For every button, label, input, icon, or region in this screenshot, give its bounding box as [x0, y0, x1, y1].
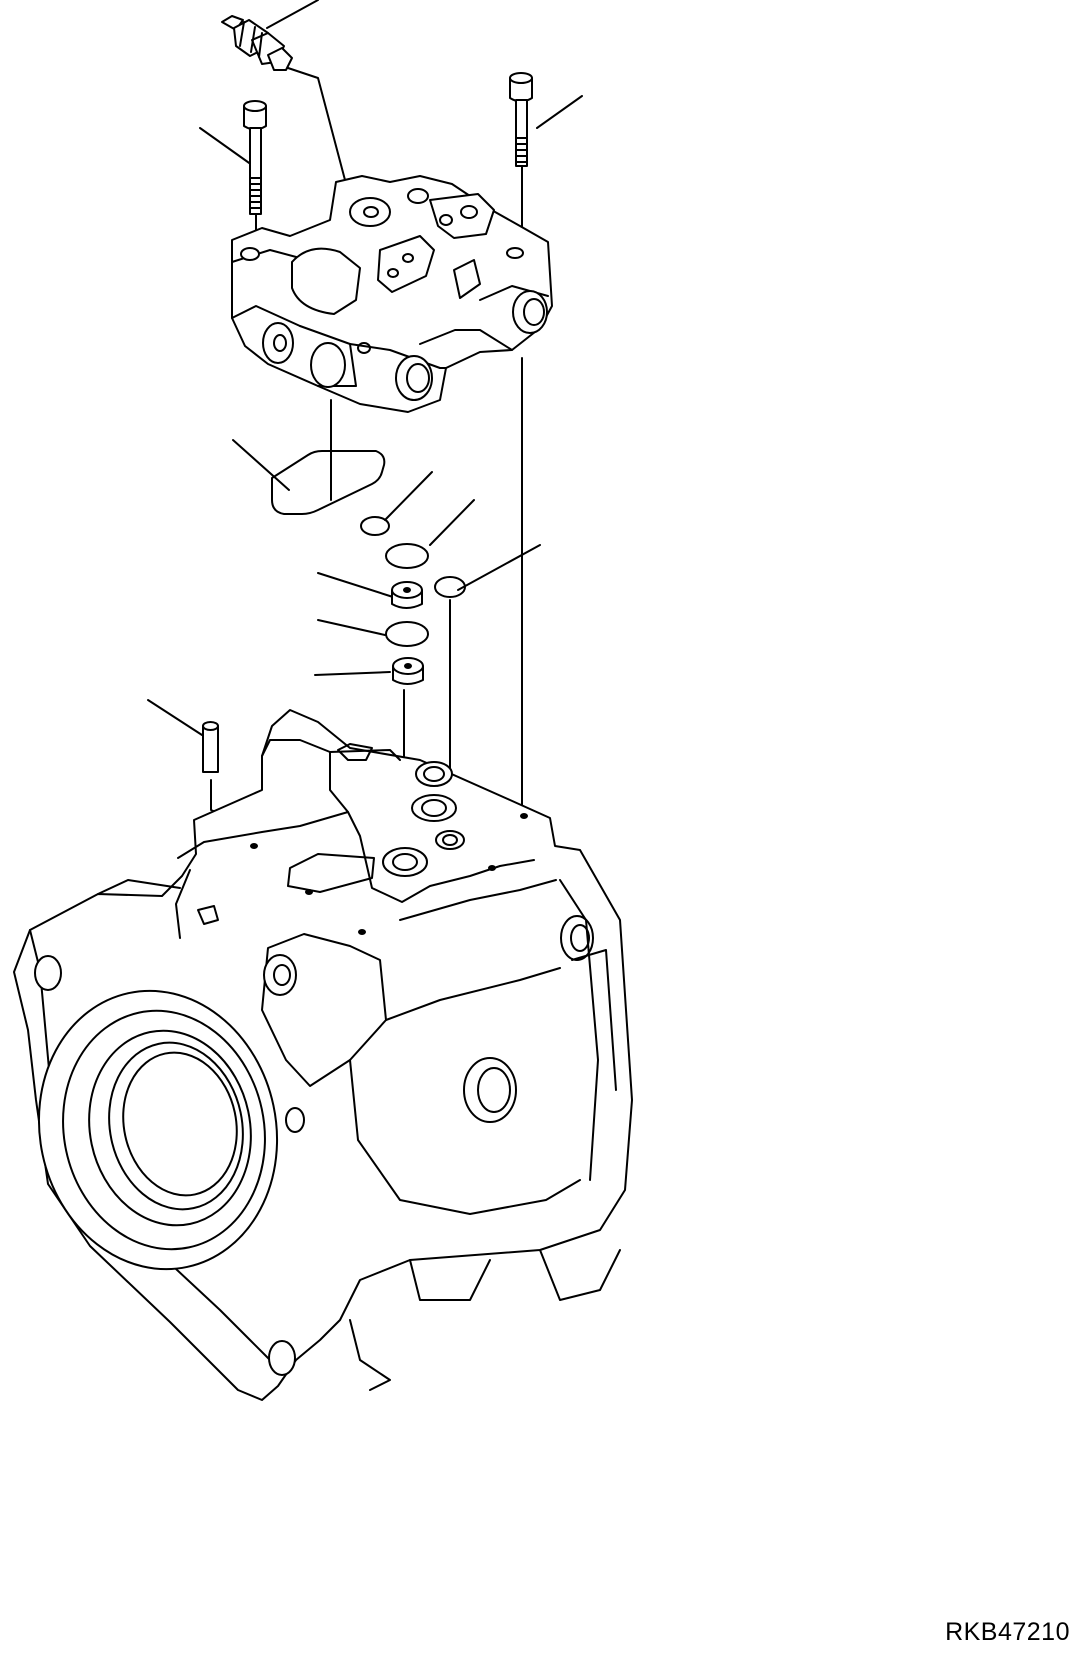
leader-o-ring-right: [457, 544, 541, 591]
leader-gasket: [232, 439, 290, 491]
dowel-pin: [202, 721, 219, 773]
leader-orifice-lower: [314, 671, 391, 676]
pump-housing: [13, 709, 633, 1401]
bolt-left: [243, 100, 267, 215]
leader-orifice-upper: [317, 572, 394, 598]
leader-bolt-right: [536, 95, 583, 129]
orifice-upper: [391, 581, 423, 609]
o-ring-small: [360, 516, 390, 536]
leader-bolt-left: [199, 127, 253, 166]
leader-sensor: [266, 0, 319, 29]
sensor: [221, 15, 293, 71]
valve-block: [231, 175, 553, 413]
bolt-right: [509, 72, 533, 167]
leader-o-ring-small: [384, 471, 433, 521]
leader-dowel-pin: [147, 699, 203, 736]
orifice-lower: [392, 657, 424, 685]
leader-lines: [147, 0, 583, 736]
leader-o-ring-lower: [317, 619, 386, 636]
axis-sensor: [287, 67, 346, 181]
leader-o-ring-medium: [429, 499, 475, 546]
gasket: [271, 450, 386, 515]
o-ring-lower: [385, 621, 429, 647]
o-ring-right: [434, 576, 466, 598]
figure-reference-code: RKB47210: [945, 1618, 1070, 1646]
o-ring-medium: [385, 543, 429, 569]
